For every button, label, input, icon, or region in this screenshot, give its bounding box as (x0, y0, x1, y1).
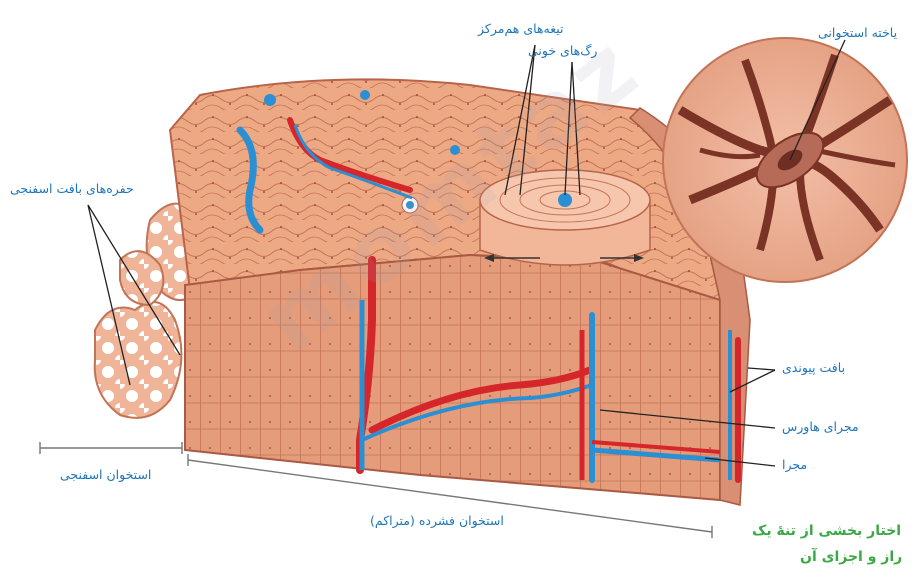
label-bone-cell: یاخته استخوانی (818, 26, 897, 40)
caption-line-2: راز و اجزای آن (800, 548, 902, 567)
bone-cell-zoom (663, 38, 907, 282)
label-connective-tissue: بافت پیوندی (782, 361, 845, 375)
label-spongy-bone: استخوان اسفنجی (60, 468, 151, 482)
label-spongy-cavities: حفره‌های بافت اسفنجی (10, 182, 134, 196)
caption-line-1: اختار بخشی از تنهٔ یک (752, 522, 901, 541)
label-canal: مجرا (782, 458, 807, 472)
label-haversian-canal: مجرای هاورس (782, 420, 859, 434)
label-concentric-lamellae: تیغه‌های هم‌مرکز (478, 22, 564, 36)
label-compact-bone: استخوان فشرده (متراکم) (370, 514, 504, 528)
